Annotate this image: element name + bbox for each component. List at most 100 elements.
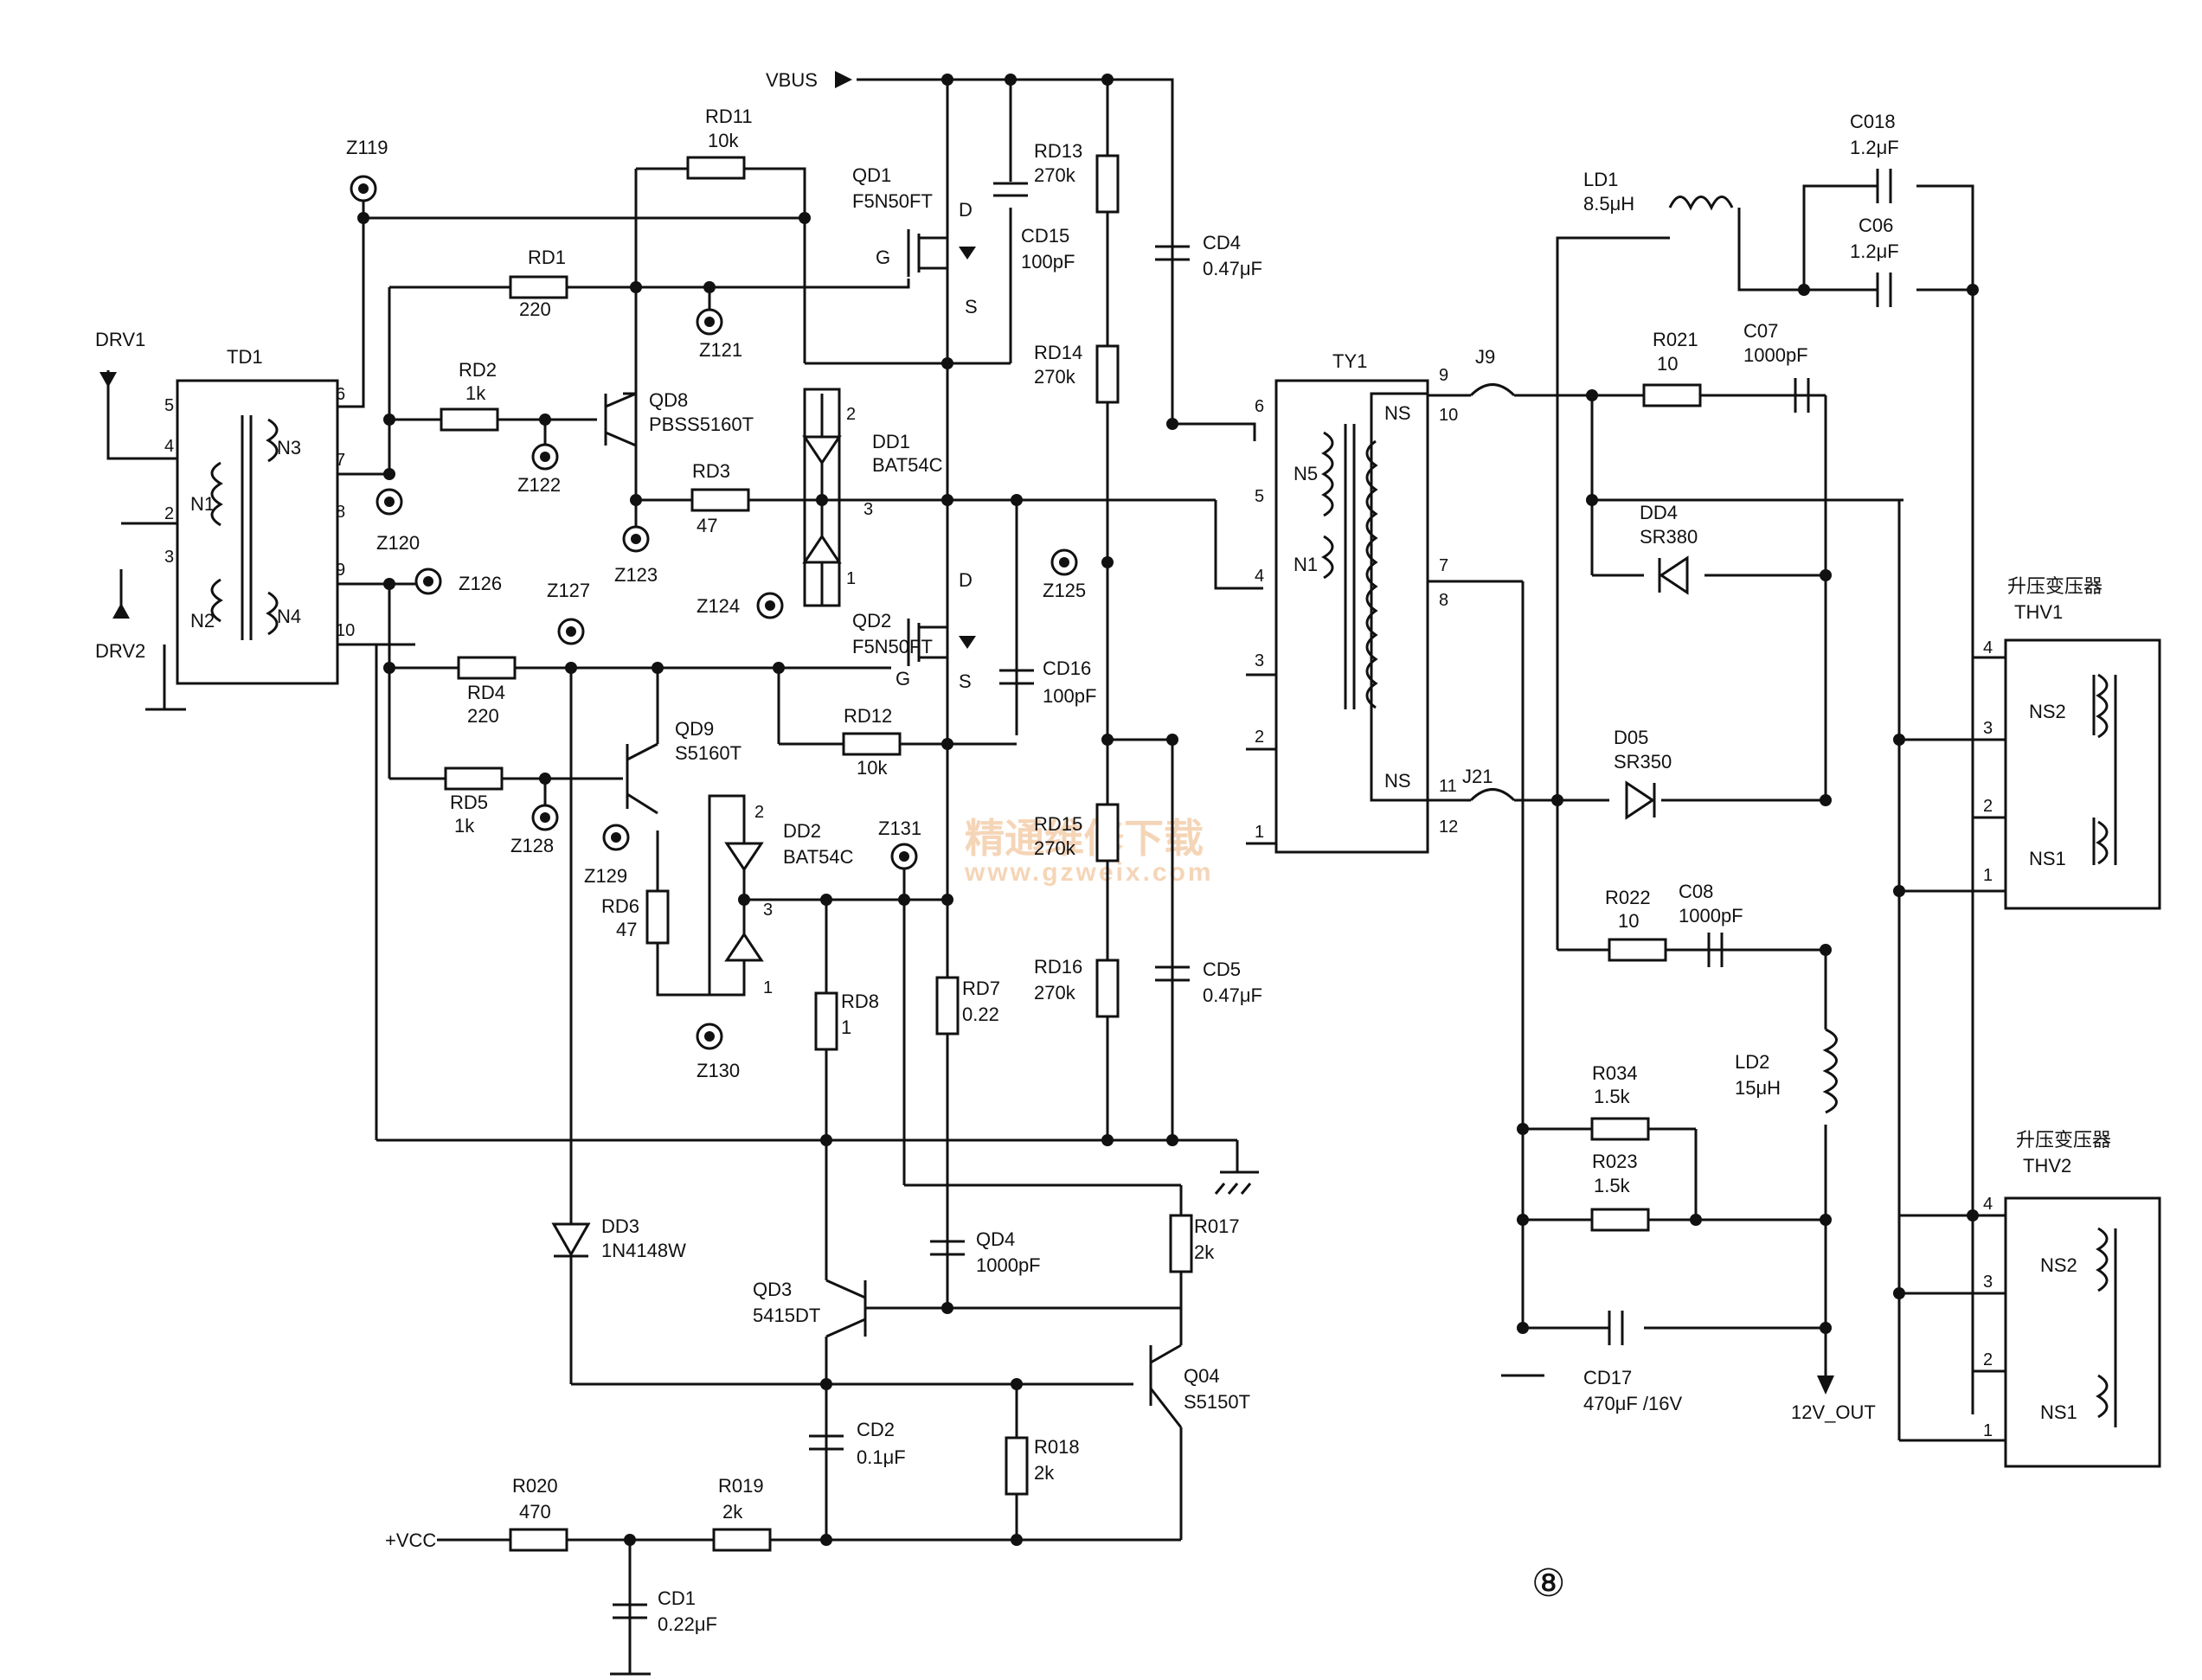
rd6-value: 47	[616, 919, 637, 940]
capacitor-c018: C018 1.2μF	[1850, 111, 1899, 203]
pin-label: 3	[1983, 1273, 1993, 1292]
cd1-value: 0.22μF	[658, 1613, 717, 1635]
c06-ref: C06	[1859, 215, 1893, 236]
q04-ref: Q04	[1184, 1365, 1220, 1387]
qd9-ref: QD9	[675, 718, 714, 740]
resistor-rd11: RD11 10k	[686, 106, 753, 180]
bjt-qd9: QD9 S5160T	[626, 718, 741, 815]
r021-ref: R021	[1653, 329, 1698, 350]
resistor-r023: R023 1.5k	[1590, 1151, 1650, 1232]
capacitor-cd16: CD16 100pF	[999, 657, 1096, 707]
c08-ref: C08	[1679, 881, 1713, 902]
resistor-r021: R021 10	[1642, 329, 1702, 407]
ty1-ref: TY1	[1332, 350, 1367, 372]
rd3-value: 47	[697, 515, 717, 536]
cd15-ref: CD15	[1021, 225, 1069, 247]
qd1-ref: QD1	[852, 164, 891, 186]
dd4-ref: DD4	[1640, 502, 1678, 523]
drv1-arrow-icon	[100, 372, 117, 388]
junction-dots	[357, 74, 1979, 1546]
td1-winding-n1: N1	[190, 493, 215, 515]
qd3-ref: QD3	[753, 1279, 792, 1300]
rd14-value: 270k	[1034, 366, 1076, 388]
pin-label: 5	[164, 396, 174, 415]
pin-label: 9	[336, 561, 345, 580]
capacitor-cd17: CD17 470μF /16V	[1583, 1311, 1683, 1414]
cd5-value: 0.47μF	[1203, 984, 1262, 1006]
r022-value: 10	[1618, 910, 1639, 932]
pin-label: 1	[763, 978, 773, 997]
pin-label: 3	[863, 500, 873, 519]
capacitor-c06: C06 1.2μF	[1850, 215, 1899, 307]
inductor-ld2: LD2 15μH	[1735, 1028, 1838, 1114]
test-point-z129: Z129	[584, 824, 630, 887]
watermark-title: 精通维修下载	[965, 816, 1204, 861]
z122-label: Z122	[517, 474, 561, 496]
r021-value: 10	[1657, 353, 1678, 375]
qd1-part: F5N50FT	[852, 190, 933, 212]
pin-label: 7	[336, 451, 345, 470]
z126-label: Z126	[459, 573, 502, 594]
pin-label: 3	[164, 548, 174, 567]
qd8-ref: QD8	[649, 389, 688, 411]
pin-label: 6	[336, 385, 345, 404]
td1-ref: TD1	[227, 346, 263, 368]
resistor-rd13: RD13 270k	[1034, 140, 1120, 214]
ground-symbol	[1214, 1170, 1259, 1195]
test-point-z130: Z130	[696, 1023, 740, 1081]
dd1-part: BAT54C	[872, 454, 943, 476]
rd1-value: 220	[519, 298, 551, 320]
capacitor-cd1: CD1 0.22μF	[613, 1587, 717, 1635]
cd16-ref: CD16	[1043, 657, 1091, 679]
watermark-url: www.gzweix.com	[964, 858, 1214, 887]
resistor-rd15: RD15 270k	[1034, 803, 1120, 862]
j21-label: J21	[1462, 766, 1493, 787]
qd2-drain: D	[959, 569, 973, 591]
vbus-arrow-icon	[835, 71, 852, 88]
d05-ref: D05	[1614, 727, 1648, 748]
rd5-ref: RD5	[450, 792, 488, 813]
r022-ref: R022	[1605, 887, 1651, 908]
pin-label: 2	[846, 405, 856, 424]
rd8-ref: RD8	[841, 991, 879, 1012]
rd16-value: 270k	[1034, 982, 1076, 1004]
pin-label: 1	[1983, 1421, 1993, 1440]
wires	[106, 78, 2006, 1674]
resistor-r019: R019 2k	[712, 1475, 772, 1552]
pin-label: 10	[1439, 406, 1458, 425]
capacitor-cd5: CD5 0.47μF	[1155, 959, 1262, 1006]
test-point-z121: Z121	[696, 308, 742, 361]
q04-part: S5150T	[1184, 1391, 1250, 1413]
resistor-rd12: RD12 10k	[842, 705, 902, 779]
pin-label: 1	[846, 569, 856, 588]
d05-part: SR350	[1614, 751, 1672, 773]
td1-winding-n3: N3	[277, 437, 301, 458]
pin-label: 8	[1439, 591, 1448, 610]
jumper-j9: J9	[1469, 346, 1516, 397]
pin-label: 4	[1983, 638, 1993, 657]
r018-ref: R018	[1034, 1436, 1080, 1458]
test-point-z120: Z120	[376, 488, 420, 554]
thv2-winding-ns1: NS1	[2040, 1401, 2077, 1423]
c06-value: 1.2μF	[1850, 240, 1899, 262]
diode-d05: D05 SR350	[1614, 727, 1672, 820]
resistor-rd6: RD6 47	[601, 889, 670, 945]
capacitor-cd4: CD4 0.47μF	[1155, 232, 1262, 279]
resistor-r034: R034 1.5k	[1590, 1062, 1650, 1141]
pin-label: 3	[1255, 651, 1264, 670]
mosfet-qd1: QD1 F5N50FT D G S	[852, 164, 978, 317]
rd7-value: 0.22	[962, 1004, 999, 1025]
out-arrow-icon	[1817, 1375, 1834, 1395]
ty1-winding-ns-bottom: NS	[1384, 770, 1411, 792]
ty1-winding-n5: N5	[1294, 463, 1318, 484]
td1-winding-n4: N4	[277, 606, 301, 627]
net-label-vcc: +VCC	[385, 1529, 436, 1551]
thv1-title: 升压变压器	[2007, 575, 2102, 597]
resistor-rd8: RD8 1	[814, 991, 879, 1051]
pin-label: 12	[1439, 818, 1458, 837]
cd17-value: 470μF /16V	[1583, 1393, 1683, 1414]
bjt-q04: Q04 S5150T	[1149, 1343, 1250, 1428]
resistor-rd16: RD16 270k	[1034, 956, 1120, 1018]
test-point-z123: Z123	[614, 525, 658, 586]
